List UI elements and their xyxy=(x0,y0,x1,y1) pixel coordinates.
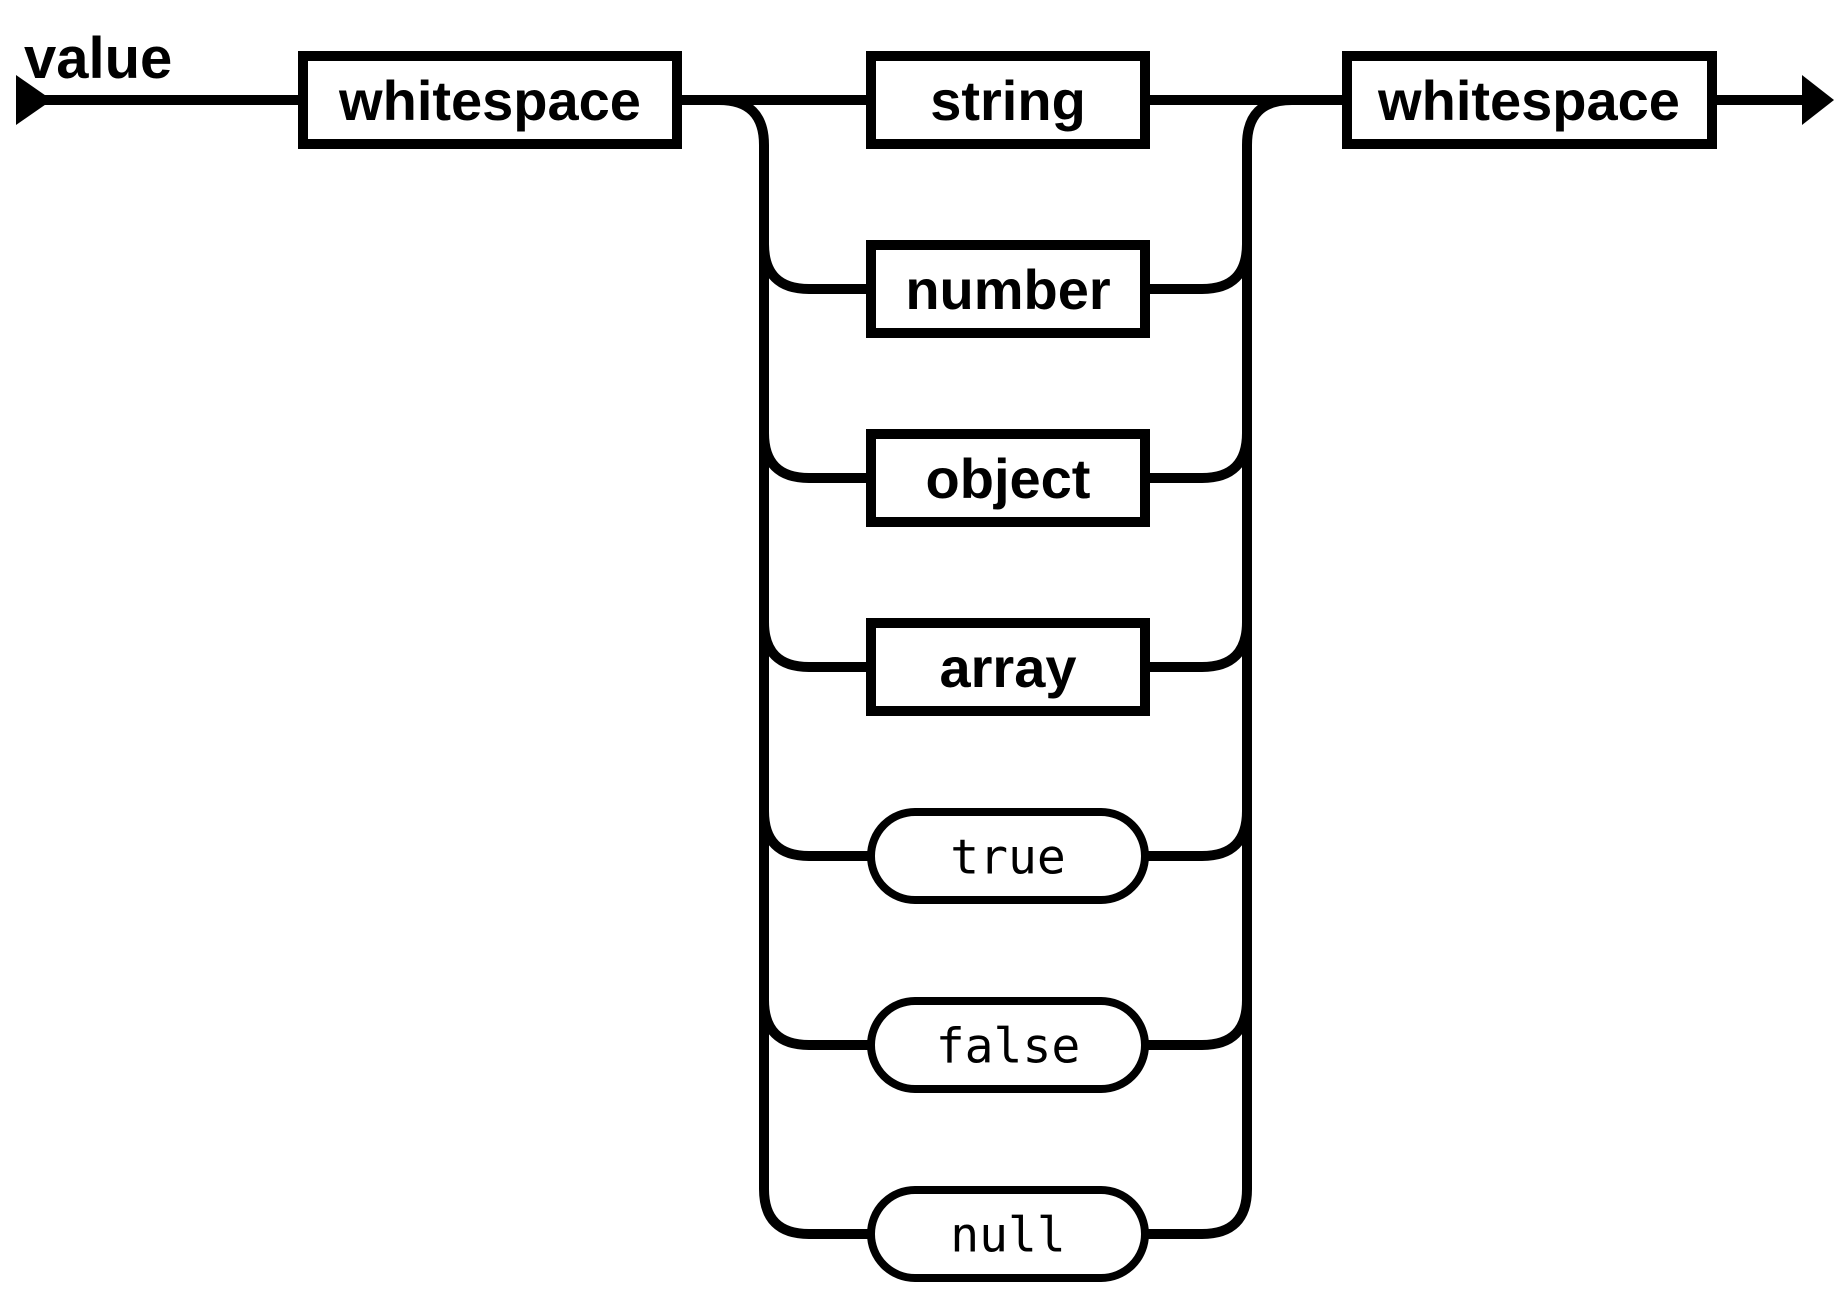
node-label: number xyxy=(905,258,1110,321)
node-box xyxy=(867,1186,1149,1282)
node-box xyxy=(866,51,1150,149)
node-null: null xyxy=(867,1186,1149,1282)
node-label: null xyxy=(950,1207,1066,1263)
node-label: true xyxy=(950,829,1066,885)
left-branch-rail xyxy=(718,95,1008,1239)
right-branch-rail xyxy=(1008,95,1316,1239)
node-label: whitespace xyxy=(1377,69,1680,132)
node-box xyxy=(1342,51,1717,149)
node-label: false xyxy=(936,1018,1081,1074)
node-number: number xyxy=(866,240,1150,338)
node-label: string xyxy=(930,69,1086,132)
node-box xyxy=(866,618,1150,716)
node-whitespace-before: whitespace xyxy=(298,51,682,149)
node-label: array xyxy=(939,636,1076,699)
node-whitespace-after: whitespace xyxy=(1342,51,1717,149)
node-label: object xyxy=(926,447,1091,510)
diagram-title: value xyxy=(24,26,172,91)
start-arrow-icon xyxy=(16,75,52,125)
node-box xyxy=(298,51,682,149)
node-array: array xyxy=(866,618,1150,716)
node-label: whitespace xyxy=(338,69,641,132)
node-true: true xyxy=(867,808,1149,904)
end-arrow-icon xyxy=(1802,75,1834,125)
node-box xyxy=(866,240,1150,338)
node-box xyxy=(867,997,1149,1093)
node-object: object xyxy=(866,429,1150,527)
node-false: false xyxy=(867,997,1149,1093)
node-string: string xyxy=(866,51,1150,149)
node-box xyxy=(867,808,1149,904)
node-box xyxy=(866,429,1150,527)
